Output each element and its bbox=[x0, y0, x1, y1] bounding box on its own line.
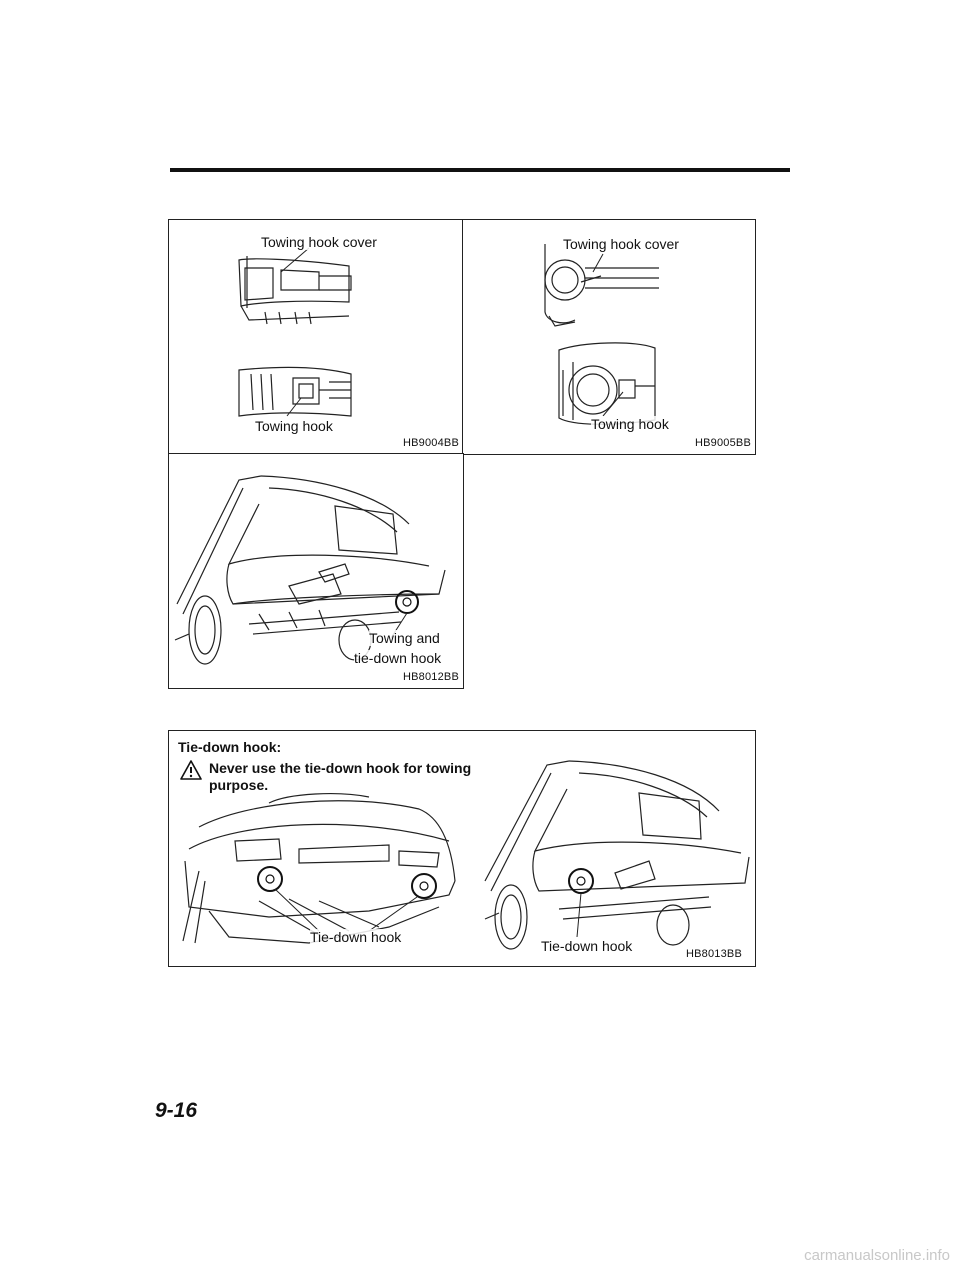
tie-down-title: Tie-down hook: bbox=[178, 739, 282, 755]
figure-tie-down-hook: Tie-down hook: Never use the tie-down ho… bbox=[168, 730, 756, 967]
figure-rear-towing-hook: Towing and tie-down hook HB8012BB bbox=[168, 453, 464, 689]
figure-code: HB8013BB bbox=[685, 948, 742, 960]
tie-down-hook-label-left: Tie-down hook bbox=[310, 929, 402, 945]
towing-hook-cover-label: Towing hook cover bbox=[261, 234, 377, 250]
towing-tie-down-label-line2: tie-down hook bbox=[354, 650, 442, 666]
header-rule bbox=[170, 168, 790, 172]
sedan-bumper-illustration bbox=[169, 220, 464, 455]
tie-down-warning: Never use the tie-down hook for towing p… bbox=[209, 760, 472, 793]
figure-code: HB9005BB bbox=[694, 437, 751, 449]
figure-code: HB9004BB bbox=[402, 437, 459, 449]
tie-down-hook-label-right: Tie-down hook bbox=[541, 938, 633, 954]
figure-sedan-towing-hook: Towing hook cover Towing hook HB9004BB bbox=[168, 219, 464, 455]
towing-hook-label: Towing hook bbox=[255, 418, 333, 434]
figure-code: HB8012BB bbox=[402, 671, 459, 683]
tie-down-illustration bbox=[169, 731, 756, 967]
wagon-bumper-illustration bbox=[463, 220, 756, 455]
watermark: carmanualsonline.info bbox=[804, 1247, 950, 1264]
towing-hook-label: Towing hook bbox=[591, 416, 669, 432]
page-number: 9-16 bbox=[155, 1099, 198, 1122]
towing-hook-cover-label: Towing hook cover bbox=[563, 236, 679, 252]
towing-tie-down-label-line1: Towing and bbox=[369, 630, 440, 646]
warning-triangle-icon bbox=[180, 760, 202, 780]
figure-wagon-towing-hook: Towing hook cover Towing hook HB9005BB bbox=[462, 219, 756, 455]
